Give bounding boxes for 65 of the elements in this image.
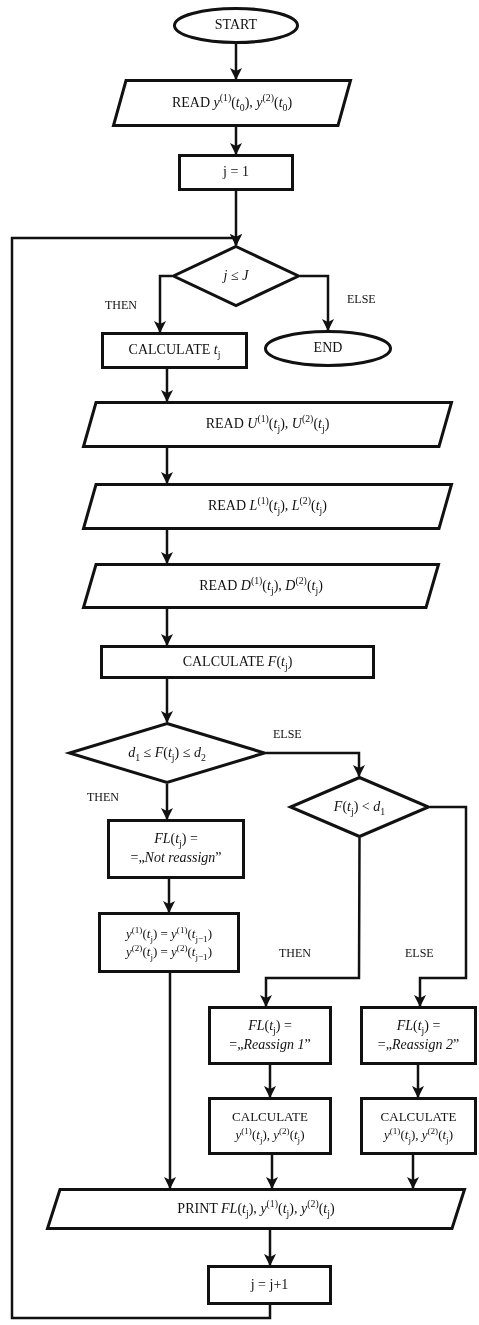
arrow <box>260 838 361 1007</box>
node-label: y$^{(1)}$(t$_{j}$), y$^{(2)}$(t$_{j}$) <box>384 1126 453 1144</box>
arrow <box>230 44 242 80</box>
node-label: START <box>214 16 258 35</box>
process-box <box>107 819 245 879</box>
node-label: READ D$^{(1)}$(t$_{j}$), D$^{(2)}$(t$_{j}$) <box>199 576 323 596</box>
input-parallelogram <box>46 1188 466 1230</box>
input-parallelogram <box>82 483 453 530</box>
terminal-ellipse <box>264 330 392 367</box>
node-label: FL(t$_{j}$) = <box>248 1016 292 1036</box>
node-label: j = j+1 <box>250 1275 289 1294</box>
node-label: =„Reassign 1” <box>229 1036 311 1054</box>
node-label: CALCULATE F(t$_{j}$) <box>182 652 293 672</box>
node-label: READ U$^{(1)}$(t$_{j}$), U$^{(2)}$(t$_{j}$) <box>205 415 330 434</box>
input-parallelogram <box>112 79 352 127</box>
decision-diamond <box>172 245 300 307</box>
arrow <box>230 127 242 155</box>
arrow <box>154 274 172 333</box>
input-parallelogram <box>82 563 440 609</box>
node-label: FL(t$_{j}$) = <box>154 830 198 849</box>
arrow <box>164 973 176 1189</box>
node-label: F(t$_{j}$) < d$_{1}$ <box>333 797 386 817</box>
node-label: y$^{(1)}$(t$_{j}$) = y$^{(1)}$(t$_{j−1}$) <box>126 924 212 943</box>
process-box <box>360 1006 477 1065</box>
decision-diamond <box>289 776 430 838</box>
process-box <box>98 912 240 973</box>
arrow <box>161 448 173 484</box>
arrow <box>161 609 173 646</box>
node-label: END <box>313 339 343 358</box>
arrow <box>264 1230 276 1266</box>
node-label: =„Reassign 2” <box>377 1036 460 1054</box>
node-label: CALCULATE t$_{j}$ <box>128 341 221 360</box>
node-label: CALCULATE <box>232 1108 308 1126</box>
node-label: j ≤ J <box>223 266 249 285</box>
arrow <box>10 234 272 1320</box>
node-label: =„Not reassign” <box>130 849 222 867</box>
process-box <box>101 332 248 369</box>
node-label: j = 1 <box>223 163 249 182</box>
process-box <box>178 154 294 191</box>
process-box <box>100 645 375 679</box>
terminal-ellipse <box>173 7 299 44</box>
process-box <box>208 1097 332 1155</box>
arrow <box>163 879 175 913</box>
node-label: READ L$^{(1)}$(t$_{j}$), L$^{(2)}$(t$_{j}$) <box>208 497 327 516</box>
node-label: READ y$^{(1)}$(t$_{0}$), y$^{(2)}$(t$_{0}$) <box>171 93 293 113</box>
arrow <box>161 784 173 820</box>
arrow <box>412 1065 424 1098</box>
arrow <box>300 274 334 331</box>
arrow <box>266 1155 278 1189</box>
arrow <box>266 751 365 777</box>
input-parallelogram <box>82 401 453 448</box>
node-label: y$^{(1)}$(t$_{j}$), y$^{(2)}$(t$_{j}$) <box>235 1126 305 1144</box>
process-box <box>360 1097 477 1155</box>
arrow <box>414 805 468 1007</box>
node-label: d$_{1}$ ≤ F(t$_{j}$) ≤ d$_{2}$ <box>128 743 206 763</box>
node-label: FL(t$_{j}$) = <box>396 1016 441 1036</box>
arrow <box>161 369 173 402</box>
process-box <box>207 1265 332 1305</box>
arrow <box>161 679 173 723</box>
arrow <box>264 1065 276 1098</box>
process-box <box>208 1006 332 1065</box>
arrow <box>161 530 173 564</box>
node-label: CALCULATE <box>380 1108 457 1126</box>
arrow <box>407 1155 419 1189</box>
node-label: PRINT FL(t$_{j}$), y$^{(1)}$(t$_{j}$), y$^{(2)}$(t$_{j}$) <box>177 1199 335 1219</box>
